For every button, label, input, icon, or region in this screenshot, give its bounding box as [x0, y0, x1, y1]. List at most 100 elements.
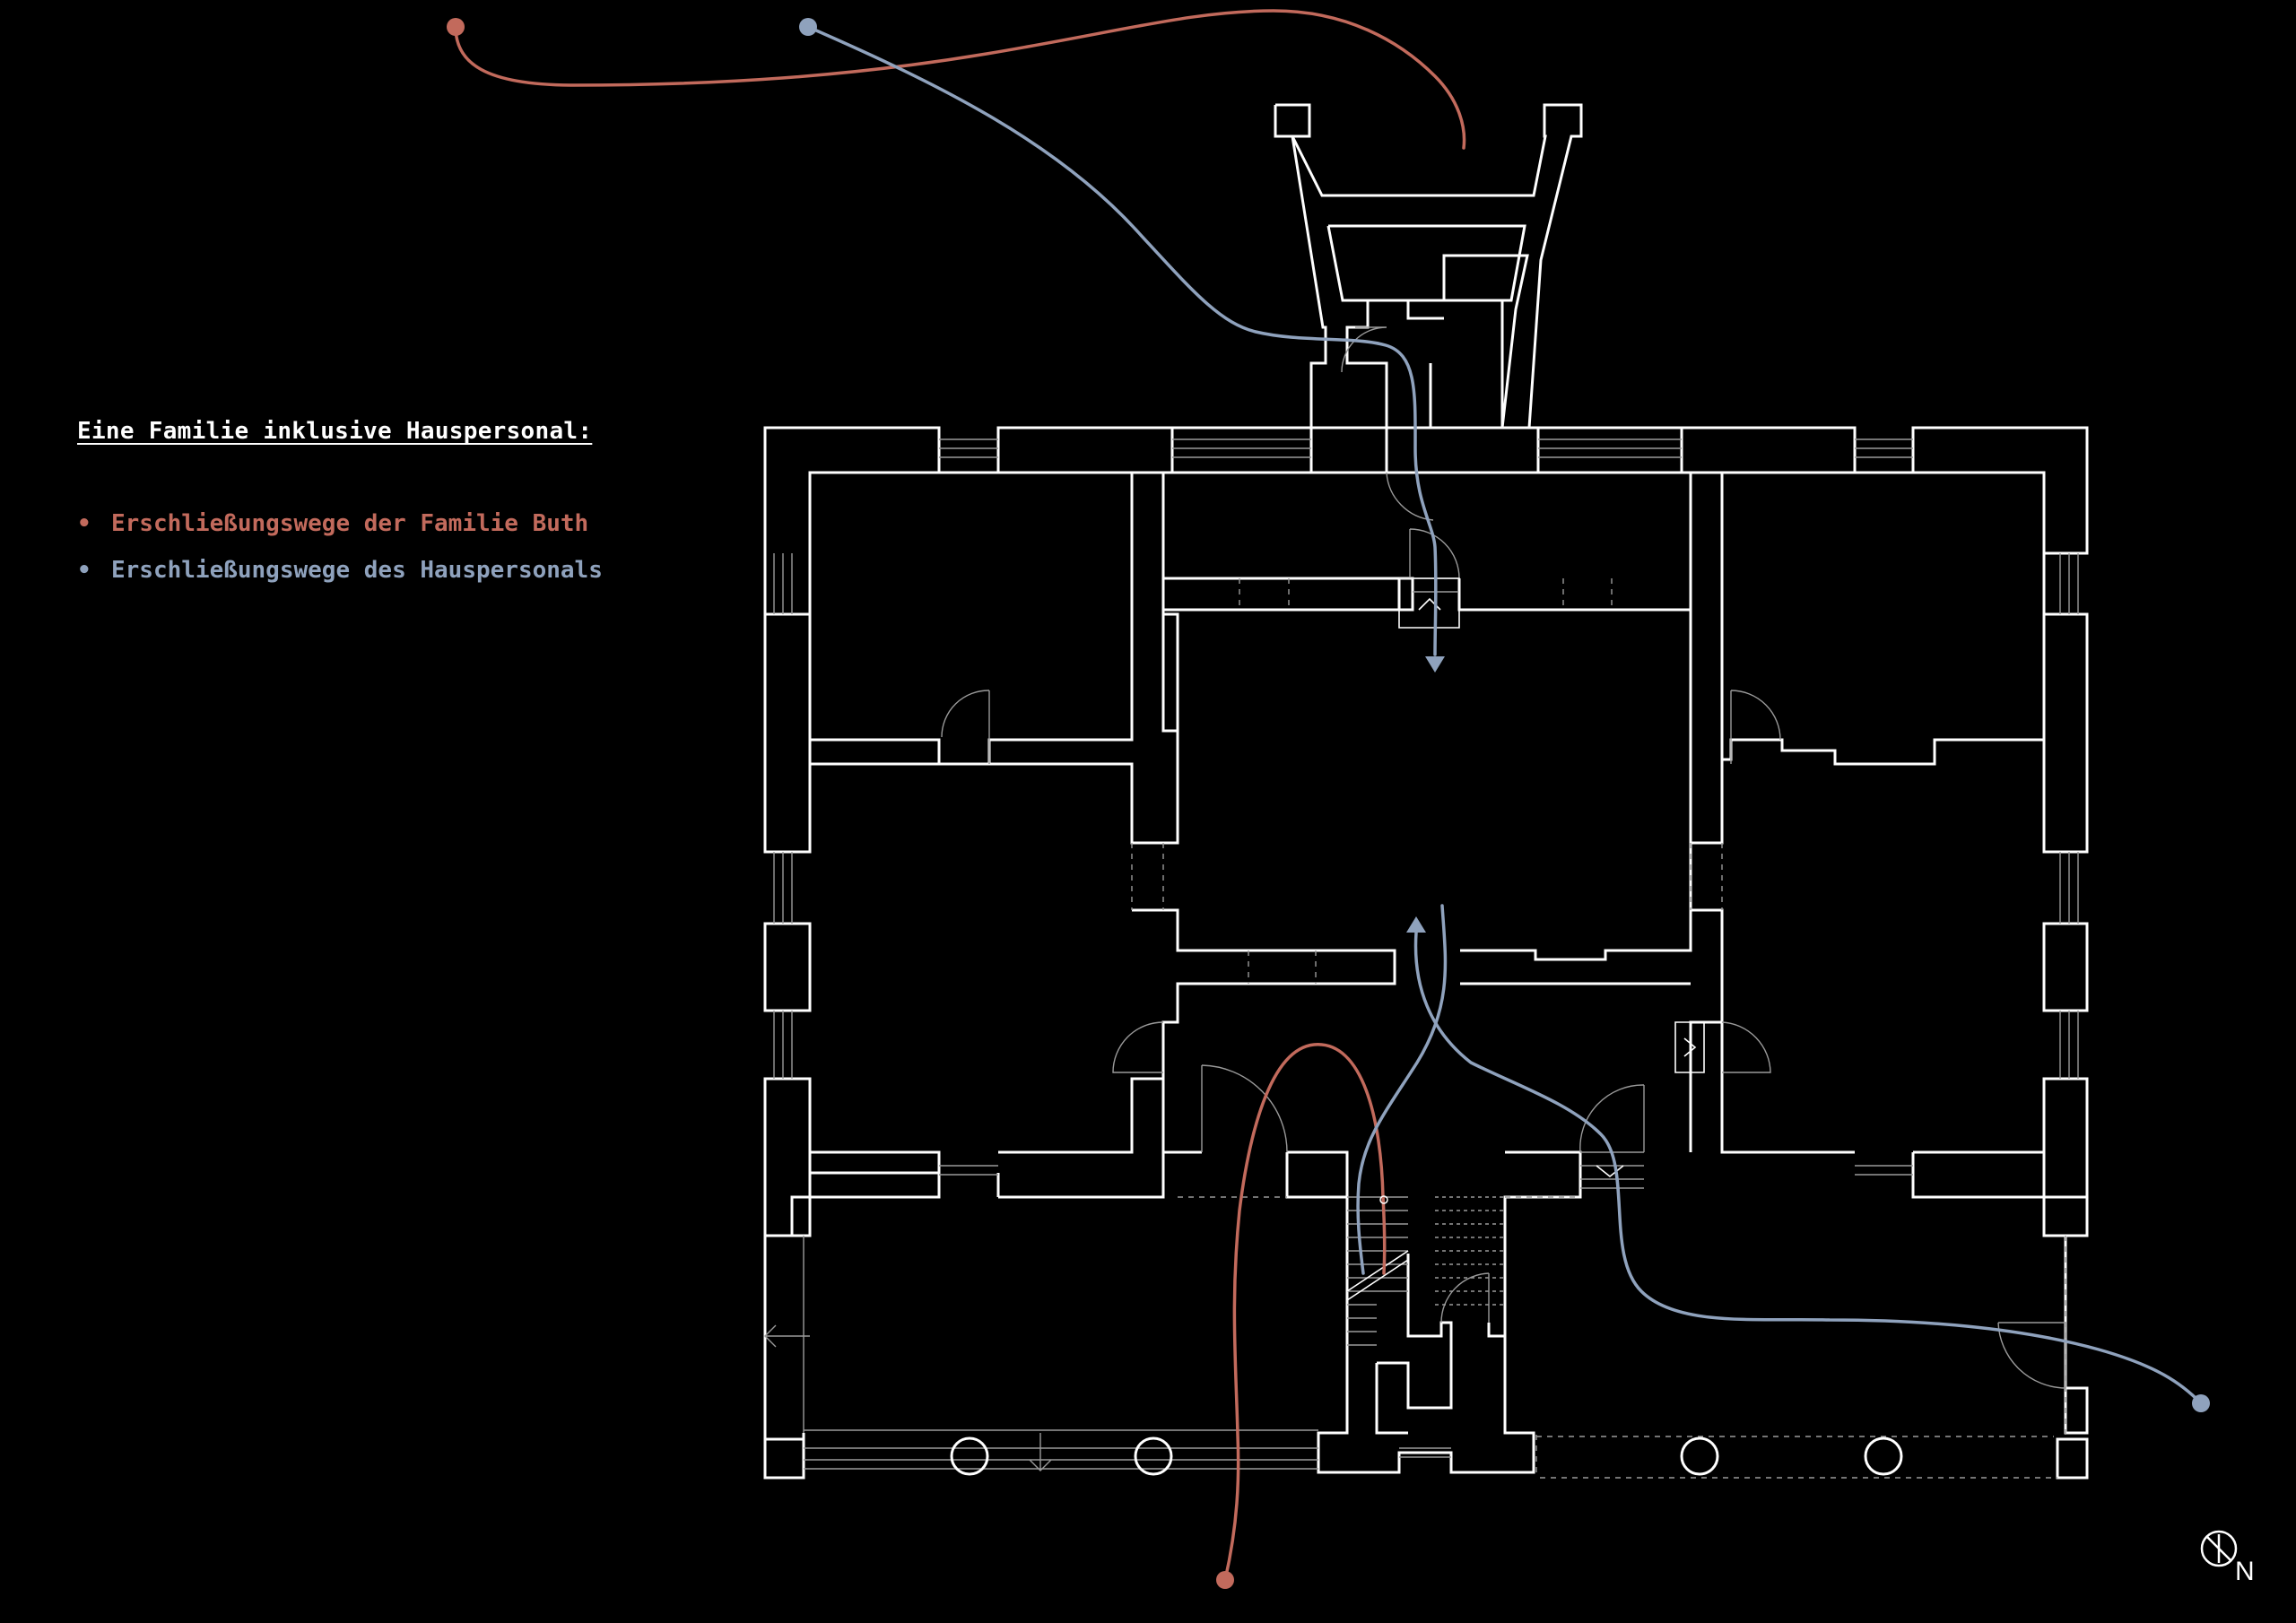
- door-ne: [1730, 690, 1781, 764]
- wall-room-w-mid-b: [808, 1079, 941, 1175]
- wall-hall-left: [1132, 610, 1179, 845]
- wall-room-ne: [1722, 471, 2046, 766]
- staff-path-north: [806, 25, 1438, 656]
- wall-room-sw-b: [998, 1152, 1165, 1199]
- wall-north-mid-left: [996, 426, 1174, 474]
- legend-item-staff-path: • Erschließungswege des Hauspersonals: [77, 547, 723, 594]
- family-endpoints: [447, 18, 1388, 1589]
- legend-label-family: Erschließungswege der Familie Buth: [111, 510, 589, 537]
- wall-room-e-lower: [1911, 1152, 2089, 1237]
- family-end-dot: [1216, 1571, 1234, 1589]
- stair-left: [1347, 1196, 1408, 1346]
- pillar-sw: [763, 1437, 805, 1480]
- staff-path: [806, 25, 2203, 1405]
- wall-east-pier-3: [2042, 1077, 2089, 1237]
- landing-marks: [1346, 577, 1705, 1301]
- wall-east-pier-1: [2042, 612, 2089, 854]
- wall-room-e-mid-b: [1913, 1079, 2046, 1154]
- wall-stair-core: [1287, 1150, 1582, 1474]
- wall-room-nw: [810, 471, 1179, 845]
- staff-markers: [799, 18, 2210, 1412]
- wall-hall-upper-inner: [1163, 608, 1722, 845]
- door-wing-2: [1386, 472, 1434, 521]
- fine-lines: [764, 326, 2079, 1479]
- door-hall-north: [1409, 528, 1460, 579]
- veranda-sw: [803, 1236, 1318, 1470]
- wall-room-w-mid: [808, 762, 1134, 852]
- window-east-2: [2059, 852, 2079, 924]
- wall-wing-right: [1429, 300, 1529, 430]
- legend-item-family-path: • Erschließungswege der Familie Buth: [77, 500, 723, 547]
- landing-north-box: [1398, 577, 1460, 629]
- wall-hall-lower-right: [1460, 908, 1724, 1152]
- door-e-lower: [1721, 1021, 1771, 1073]
- wall-wing-conn: [1309, 428, 1388, 473]
- staff-arrow-down: [1425, 656, 1445, 673]
- wall-room-ne-inner: [1691, 473, 1724, 845]
- wall-room-w-mid-c: [998, 1077, 1165, 1154]
- door-stair-left: [1201, 1064, 1288, 1153]
- legend-bullet: •: [77, 557, 91, 584]
- window-west-3: [773, 1011, 793, 1079]
- walls: [763, 103, 2089, 1480]
- wall-west-pier-1: [763, 612, 812, 854]
- staff-path-east: [1413, 931, 2203, 1405]
- window-north-3: [1538, 438, 1682, 458]
- wall-hall-upper: [1161, 473, 1414, 612]
- column-4: [1864, 1436, 1903, 1476]
- window-south-1: [939, 1165, 998, 1176]
- landing-east-box: [1674, 1021, 1705, 1073]
- wall-hall-upper-r: [1457, 473, 1692, 612]
- landing-south-arrow: [1596, 1165, 1624, 1178]
- columns: [950, 1436, 1903, 1476]
- legend-title: Eine Familie inklusive Hauspersonal:: [77, 418, 593, 445]
- stair-landing-north: [1399, 577, 1459, 593]
- pillar-se: [2056, 1437, 2089, 1480]
- wall-room-sw: [790, 1173, 1000, 1236]
- wall-west-pier-3: [763, 1077, 812, 1237]
- wall-nw-corner: [763, 426, 941, 854]
- wall-se-bottom: [2064, 1236, 2089, 1435]
- window-north-4: [1855, 438, 1913, 458]
- staff-arrow-up: [1406, 916, 1426, 933]
- door-nw: [941, 690, 990, 764]
- wall-wing-inner: [1326, 224, 1526, 302]
- door-stair-inner: [1440, 1272, 1490, 1324]
- legend-bullet: •: [77, 510, 91, 537]
- staff-end-dot: [2192, 1394, 2210, 1412]
- dashed-openings: [1131, 578, 2066, 1479]
- wall-north-center: [1170, 426, 1540, 474]
- wall-wing-left: [1275, 103, 1583, 430]
- veranda-arrow-w: [764, 1324, 810, 1348]
- door-w-lower: [1112, 1021, 1164, 1073]
- family-start-dot: [447, 18, 465, 36]
- window-west-1: [773, 553, 793, 614]
- wall-north-mid-right: [1536, 426, 1683, 474]
- family-stair-dot: [1379, 1195, 1388, 1204]
- wall-hall-lower-left: [1132, 908, 1396, 1152]
- window-north-1: [939, 438, 998, 458]
- window-west-2: [773, 852, 793, 924]
- wall-north-right: [1680, 426, 1857, 474]
- column-3: [1680, 1436, 1719, 1476]
- family-path-north: [454, 9, 1466, 150]
- wall-stair-inner: [1285, 1152, 1507, 1410]
- north-arrow-icon: [2200, 1530, 2238, 1567]
- stair-right: [1435, 1196, 1505, 1306]
- window-south-2: [1855, 1165, 1913, 1176]
- legend-label-staff: Erschließungswege des Hauspersonals: [111, 557, 603, 584]
- wall-sw-bottom: [763, 1234, 805, 1480]
- door-stair-right: [1579, 1084, 1645, 1153]
- compass-label: N: [2235, 1557, 2255, 1586]
- staff-path-south: [1356, 904, 1448, 1275]
- family-path: [454, 9, 1466, 1582]
- wall-wing-left-b: [1274, 105, 1408, 430]
- legend: Eine Familie inklusive Hauspersonal: • Er…: [77, 418, 723, 594]
- window-south-core: [1399, 1447, 1451, 1458]
- staff-start-dot: [799, 18, 817, 36]
- door-se: [1997, 1322, 2066, 1389]
- family-path-south: [1223, 1043, 1387, 1582]
- wall-ne-corner: [1911, 426, 2089, 555]
- wall-room-e-mid: [1689, 764, 1855, 1154]
